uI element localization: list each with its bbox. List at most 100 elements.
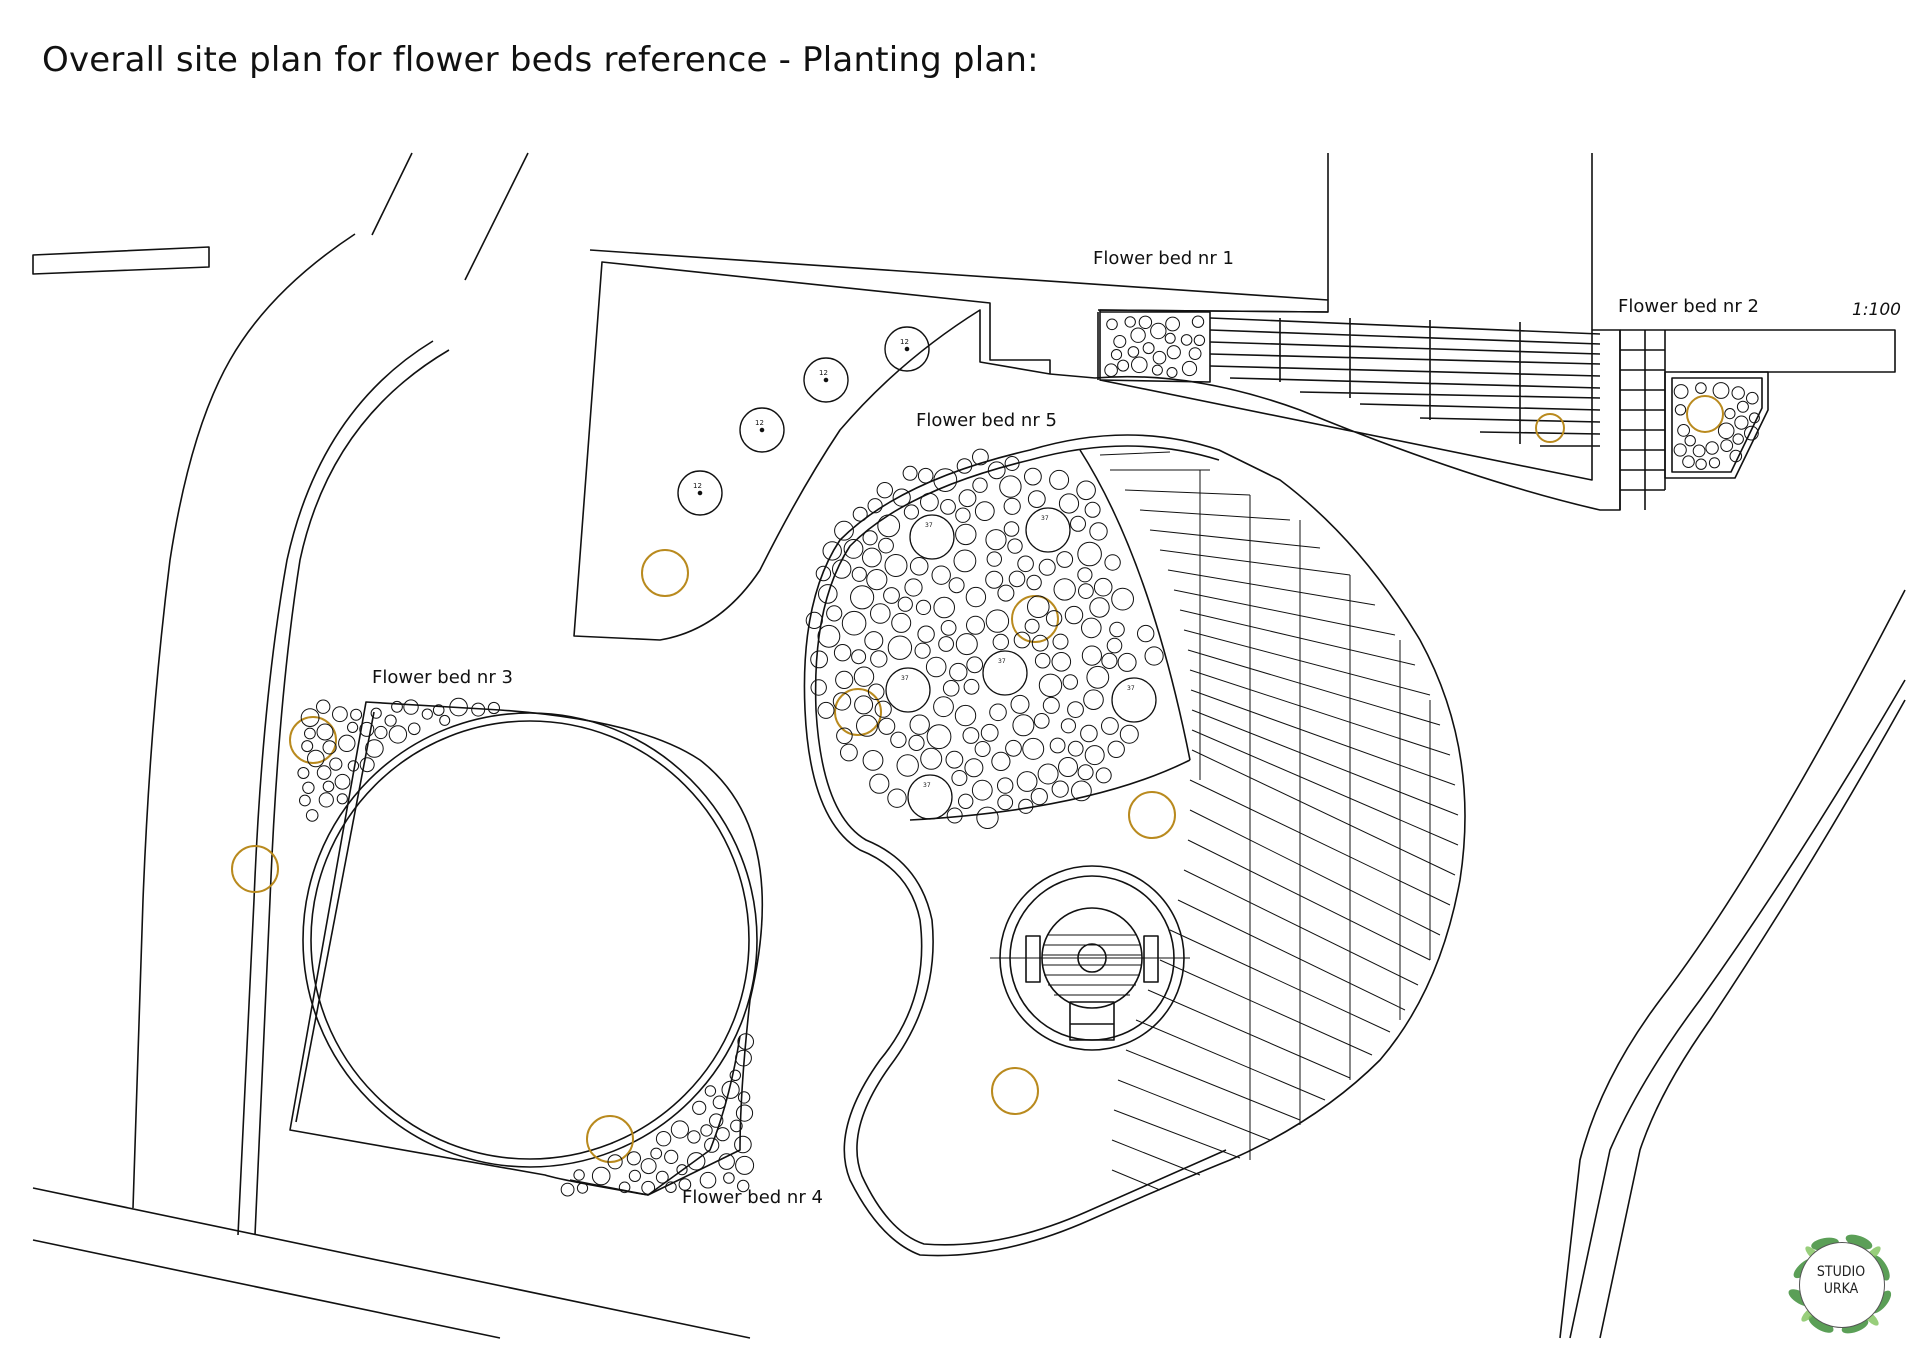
bed-1-decking [1209, 317, 1601, 447]
bed-5-plant [818, 584, 838, 604]
bed-5-plant [914, 642, 931, 659]
bed-4-plant [712, 1095, 727, 1110]
bed-4-planting [560, 1033, 755, 1197]
bed-4-plant [692, 1100, 707, 1115]
bed-4-plant [721, 1080, 740, 1099]
large-plant-3-label: 37 [901, 675, 909, 682]
bed-5-plant [890, 731, 907, 748]
bed-5-plant [1093, 577, 1113, 597]
label-flower-bed-3: Flower bed nr 3 [372, 667, 513, 688]
large-plant-5 [1111, 677, 1157, 723]
bed-4-plant [704, 1137, 720, 1153]
seating-decking [1042, 934, 1142, 996]
bed-1-plant [1165, 316, 1180, 332]
bed-5-plant [951, 770, 968, 786]
bed-1-trees [677, 326, 930, 516]
bed-5-plant [1106, 637, 1123, 654]
bed-1-small-box [1099, 311, 1211, 383]
bed-4-plant [641, 1180, 656, 1195]
bed-1-plant [1104, 363, 1118, 378]
bed-5-plant [1022, 737, 1045, 760]
large-plant-3 [885, 667, 931, 713]
bed-2-plant [1673, 443, 1687, 457]
bed-2-plant [1732, 433, 1744, 445]
bed-4-plant [670, 1120, 690, 1139]
bed-4-plant [618, 1181, 631, 1194]
gold-marker-8 [991, 1067, 1039, 1115]
bed-2-planting [1673, 382, 1760, 470]
bed-1-planting [1104, 315, 1206, 378]
bed-5-plant [1033, 713, 1050, 729]
bed-5-plant [850, 585, 875, 610]
bed-2-plant [1684, 435, 1696, 447]
bed-5-plant [917, 467, 934, 484]
bed-5-plant [946, 807, 963, 824]
bed-5-plant [999, 475, 1022, 498]
large-plant-6-label: 37 [923, 782, 931, 789]
bed-5-plant [1067, 740, 1084, 757]
bed-5-plant [862, 750, 884, 771]
bed-5-plant [908, 734, 925, 752]
bed-5-plant [874, 700, 892, 718]
bed-5-plant [876, 482, 893, 499]
bed-5-plant [1042, 696, 1060, 714]
bed-5-plant [938, 636, 954, 652]
bed-5-plant [1101, 652, 1118, 670]
bed-3-plant [384, 714, 397, 727]
bed-3-plant [322, 740, 337, 755]
bed-5-plant [1049, 737, 1066, 754]
gold-marker-4 [586, 1115, 634, 1163]
bed-5-plant [840, 743, 858, 762]
bed-5-plant [931, 565, 951, 585]
bed-5-plant [925, 656, 947, 678]
bed-4-plant [735, 1104, 754, 1122]
bed-5-plant [966, 615, 985, 635]
bed-5-plant [920, 747, 943, 770]
tree-4 [884, 326, 930, 372]
bed-2-outline-inner [1671, 377, 1763, 473]
bed-2-plant [1744, 425, 1759, 441]
bed-5-plant [1010, 694, 1030, 714]
bed-2-plant [1674, 404, 1687, 416]
bed-5-plant [878, 537, 894, 554]
bed-5-planting [805, 448, 1164, 829]
bed-5-plant [1067, 701, 1084, 718]
tree-1 [677, 470, 723, 516]
bed-5-plant [1034, 652, 1051, 669]
bed-4-plant [655, 1131, 672, 1147]
bed-5-plant [887, 788, 907, 808]
wall-top-left [32, 246, 210, 275]
bed-4-plant [640, 1158, 657, 1175]
bed-5-plant [1081, 645, 1103, 666]
bed-5-plant [1049, 469, 1070, 490]
bed-5-plant [989, 703, 1007, 722]
bed-1-plant [1130, 327, 1146, 343]
bed-5-plant [997, 794, 1014, 811]
bed-5-plant [915, 599, 932, 616]
gold-marker-5 [1011, 595, 1059, 643]
bed-4-plant [700, 1124, 713, 1137]
logo-ring [1799, 1242, 1885, 1328]
left-path-inner [254, 349, 450, 1236]
tree-4-label: 12 [900, 338, 909, 346]
bed-3-plant [365, 739, 384, 758]
bed-4-plant [607, 1154, 623, 1170]
right-upper-wall [1620, 329, 1896, 373]
bed-5-plant [1024, 467, 1042, 486]
bed-3-plant [487, 701, 500, 715]
bed-4-plant [709, 1113, 724, 1128]
bed-5-plant [1007, 538, 1023, 554]
bed-4-plant [715, 1127, 730, 1142]
bed-3-plant [334, 773, 351, 790]
bed-4-plant [676, 1164, 688, 1176]
bed-1-plant [1106, 318, 1118, 331]
bed-5-plant [832, 559, 852, 579]
bed-3-plant [388, 725, 408, 744]
bed-1-plant [1127, 346, 1140, 358]
bed-2-stairs [1619, 330, 1666, 510]
bed-5-plant [866, 569, 888, 591]
large-plant-4 [982, 650, 1028, 696]
bed-2-plant [1673, 384, 1689, 399]
bed-5-plant [1016, 771, 1038, 792]
